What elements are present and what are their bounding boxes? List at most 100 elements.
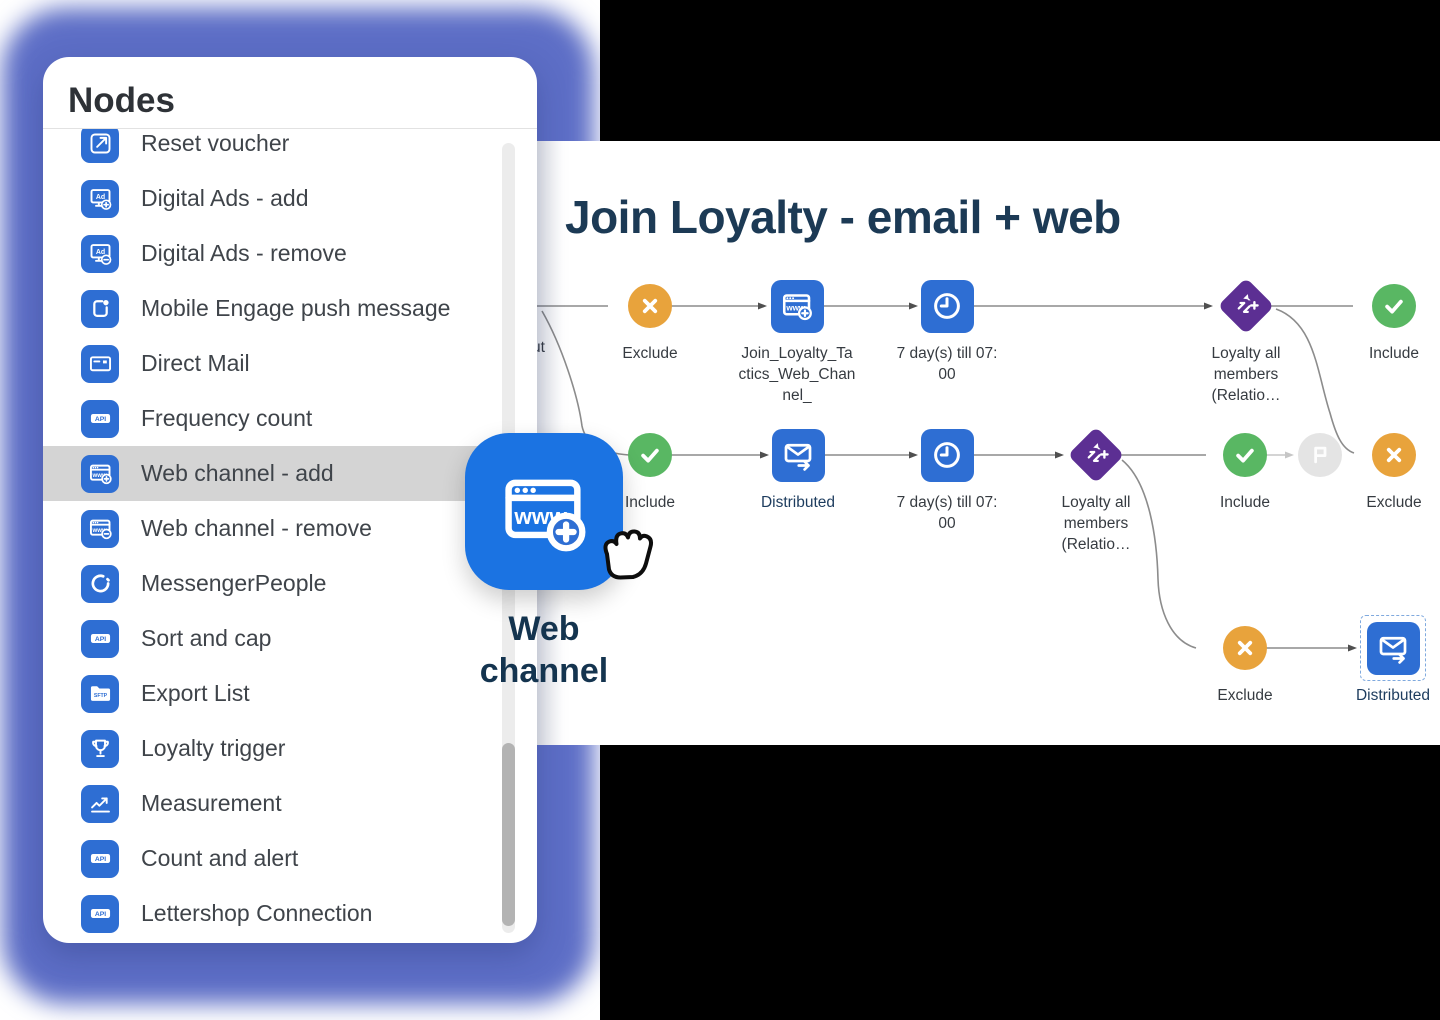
node-list-item-label: Digital Ads - remove [141,240,347,266]
node-list-item-export-list[interactable]: SFTP Export List [43,666,537,721]
flow-node-label: Exclude [622,345,678,362]
node-list-item-label: Export List [141,680,250,706]
flow-node-exclude[interactable] [1372,433,1416,477]
drag-preview-label: Web channel [479,610,609,690]
node-list-item-label: Loyalty trigger [141,735,286,761]
node-list-item-digital-ads-remove[interactable]: Ad Digital Ads - remove [43,226,537,281]
web-channel-add-icon: www [81,454,119,493]
node-list-item-lettershop-connection[interactable]: API Lettershop Connection [43,886,537,941]
grab-hand-cursor [603,529,654,580]
node-list-item-label: Web channel - add [141,460,334,486]
check-icon [1379,291,1409,321]
svg-text:Ad: Ad [95,249,104,256]
node-list-item-direct-mail[interactable]: Direct Mail [43,336,537,391]
node-list-item-measurement[interactable]: Measurement [43,776,537,831]
flow-node-segment-filter[interactable] [1067,426,1125,484]
node-list-item-label: Sort and cap [141,625,272,651]
filter-switch-icon [1231,291,1261,321]
scrollbar-thumb[interactable] [502,743,515,926]
flow-node-label: 7 day(s) till 07:00 [896,345,998,383]
node-list-item-label: Frequency count [141,405,313,431]
svg-text:API: API [94,856,105,863]
node-list-item-label: Count and alert [141,845,299,871]
flow-title: Join Loyalty - email + web [565,190,1121,243]
node-list-item-web-channel-remove[interactable]: www Web channel - remove [43,501,537,556]
api-icon: API [81,894,119,933]
svg-text:API: API [94,416,105,423]
flow-node-wait[interactable] [920,279,974,333]
flow-canvas[interactable]: Join Loyalty - email + web ut Exclude www… [537,141,1440,745]
svg-text:API: API [94,911,105,918]
web-channel-add-icon: www [494,462,594,562]
node-list-item-sort-and-cap[interactable]: API Sort and cap [43,611,537,666]
bottom-black-band [600,745,1440,1020]
flow-node-segment-filter[interactable] [1217,277,1275,335]
api-icon: API [81,399,119,438]
filter-switch-icon [1081,440,1111,470]
x-icon [1379,440,1409,470]
digital-ads-remove-icon: Ad [81,234,119,273]
flow-node-email[interactable] [771,428,825,482]
node-list-item-label: Measurement [141,790,282,816]
email-send-icon [1375,630,1411,666]
flow-node-flag-ghost[interactable] [1298,433,1342,477]
check-icon [635,440,665,470]
flow-node-label: Include [1369,345,1419,362]
svg-text:www: www [91,528,106,534]
svg-text:API: API [94,636,105,643]
node-list-item-digital-ads-add[interactable]: Ad Digital Ads - add [43,171,537,226]
flow-node-include[interactable] [1223,433,1267,477]
node-list-item-frequency-count[interactable]: API Frequency count [43,391,537,446]
digital-ads-add-icon: Ad [81,179,119,218]
direct-mail-icon [81,344,119,383]
sftp-folder-icon: SFTP [81,674,119,713]
trophy-icon [81,729,119,768]
flow-node-exclude[interactable] [1223,626,1267,670]
mobile-push-icon [81,289,119,328]
svg-text:SFTP: SFTP [93,693,107,699]
node-list-item-label: Web channel - remove [141,515,372,541]
web-channel-remove-icon: www [81,509,119,548]
x-icon [635,291,665,321]
api-icon: API [81,839,119,878]
flow-node-label: Distributed [1355,687,1431,704]
flow-node-include[interactable] [628,433,672,477]
flow-node-label: Distributed [760,494,836,511]
svg-text:www: www [91,473,106,479]
node-list-item-label: Direct Mail [141,350,250,376]
svg-text:www: www [785,303,806,312]
node-list-item-mobile-engage-push-message[interactable]: Mobile Engage push message [43,281,537,336]
node-list-item-label: Mobile Engage push message [141,295,451,321]
node-list-item-loyalty-trigger[interactable]: Loyalty trigger [43,721,537,776]
email-send-icon [780,437,816,473]
flow-node-web-channel[interactable]: www [770,279,824,333]
dragged-web-channel-tile[interactable]: www [465,433,623,590]
messenger-icon [81,564,119,603]
flow-node-label: Include [625,494,675,511]
flow-node-label: Include [1220,494,1270,511]
offscreen-source-label: ut [537,339,545,356]
reset-voucher-icon [81,129,119,163]
flag-icon [1305,440,1335,470]
flow-node-include[interactable] [1372,284,1416,328]
clock-icon [929,288,965,324]
flow-node-label: Exclude [1217,687,1273,704]
node-list-item-label: Lettershop Connection [141,900,373,926]
node-list-item-label: Digital Ads - add [141,185,309,211]
node-list-item-reset-voucher[interactable]: Reset voucher [43,129,537,171]
api-icon: API [81,619,119,658]
flow-node-exclude[interactable] [628,284,672,328]
node-list-item-messengerpeople[interactable]: MessengerPeople [43,556,537,611]
flow-node-email-selected[interactable] [1360,615,1426,681]
node-list-item-web-channel-add[interactable]: www Web channel - add [43,446,537,501]
svg-text:Ad: Ad [95,194,104,201]
top-black-band [600,0,1440,141]
node-list-item-label: MessengerPeople [141,570,327,596]
node-list-item-count-and-alert[interactable]: API Count and alert [43,831,537,886]
node-list-item-label: Reset voucher [141,130,290,156]
flow-node-wait[interactable] [920,428,974,482]
